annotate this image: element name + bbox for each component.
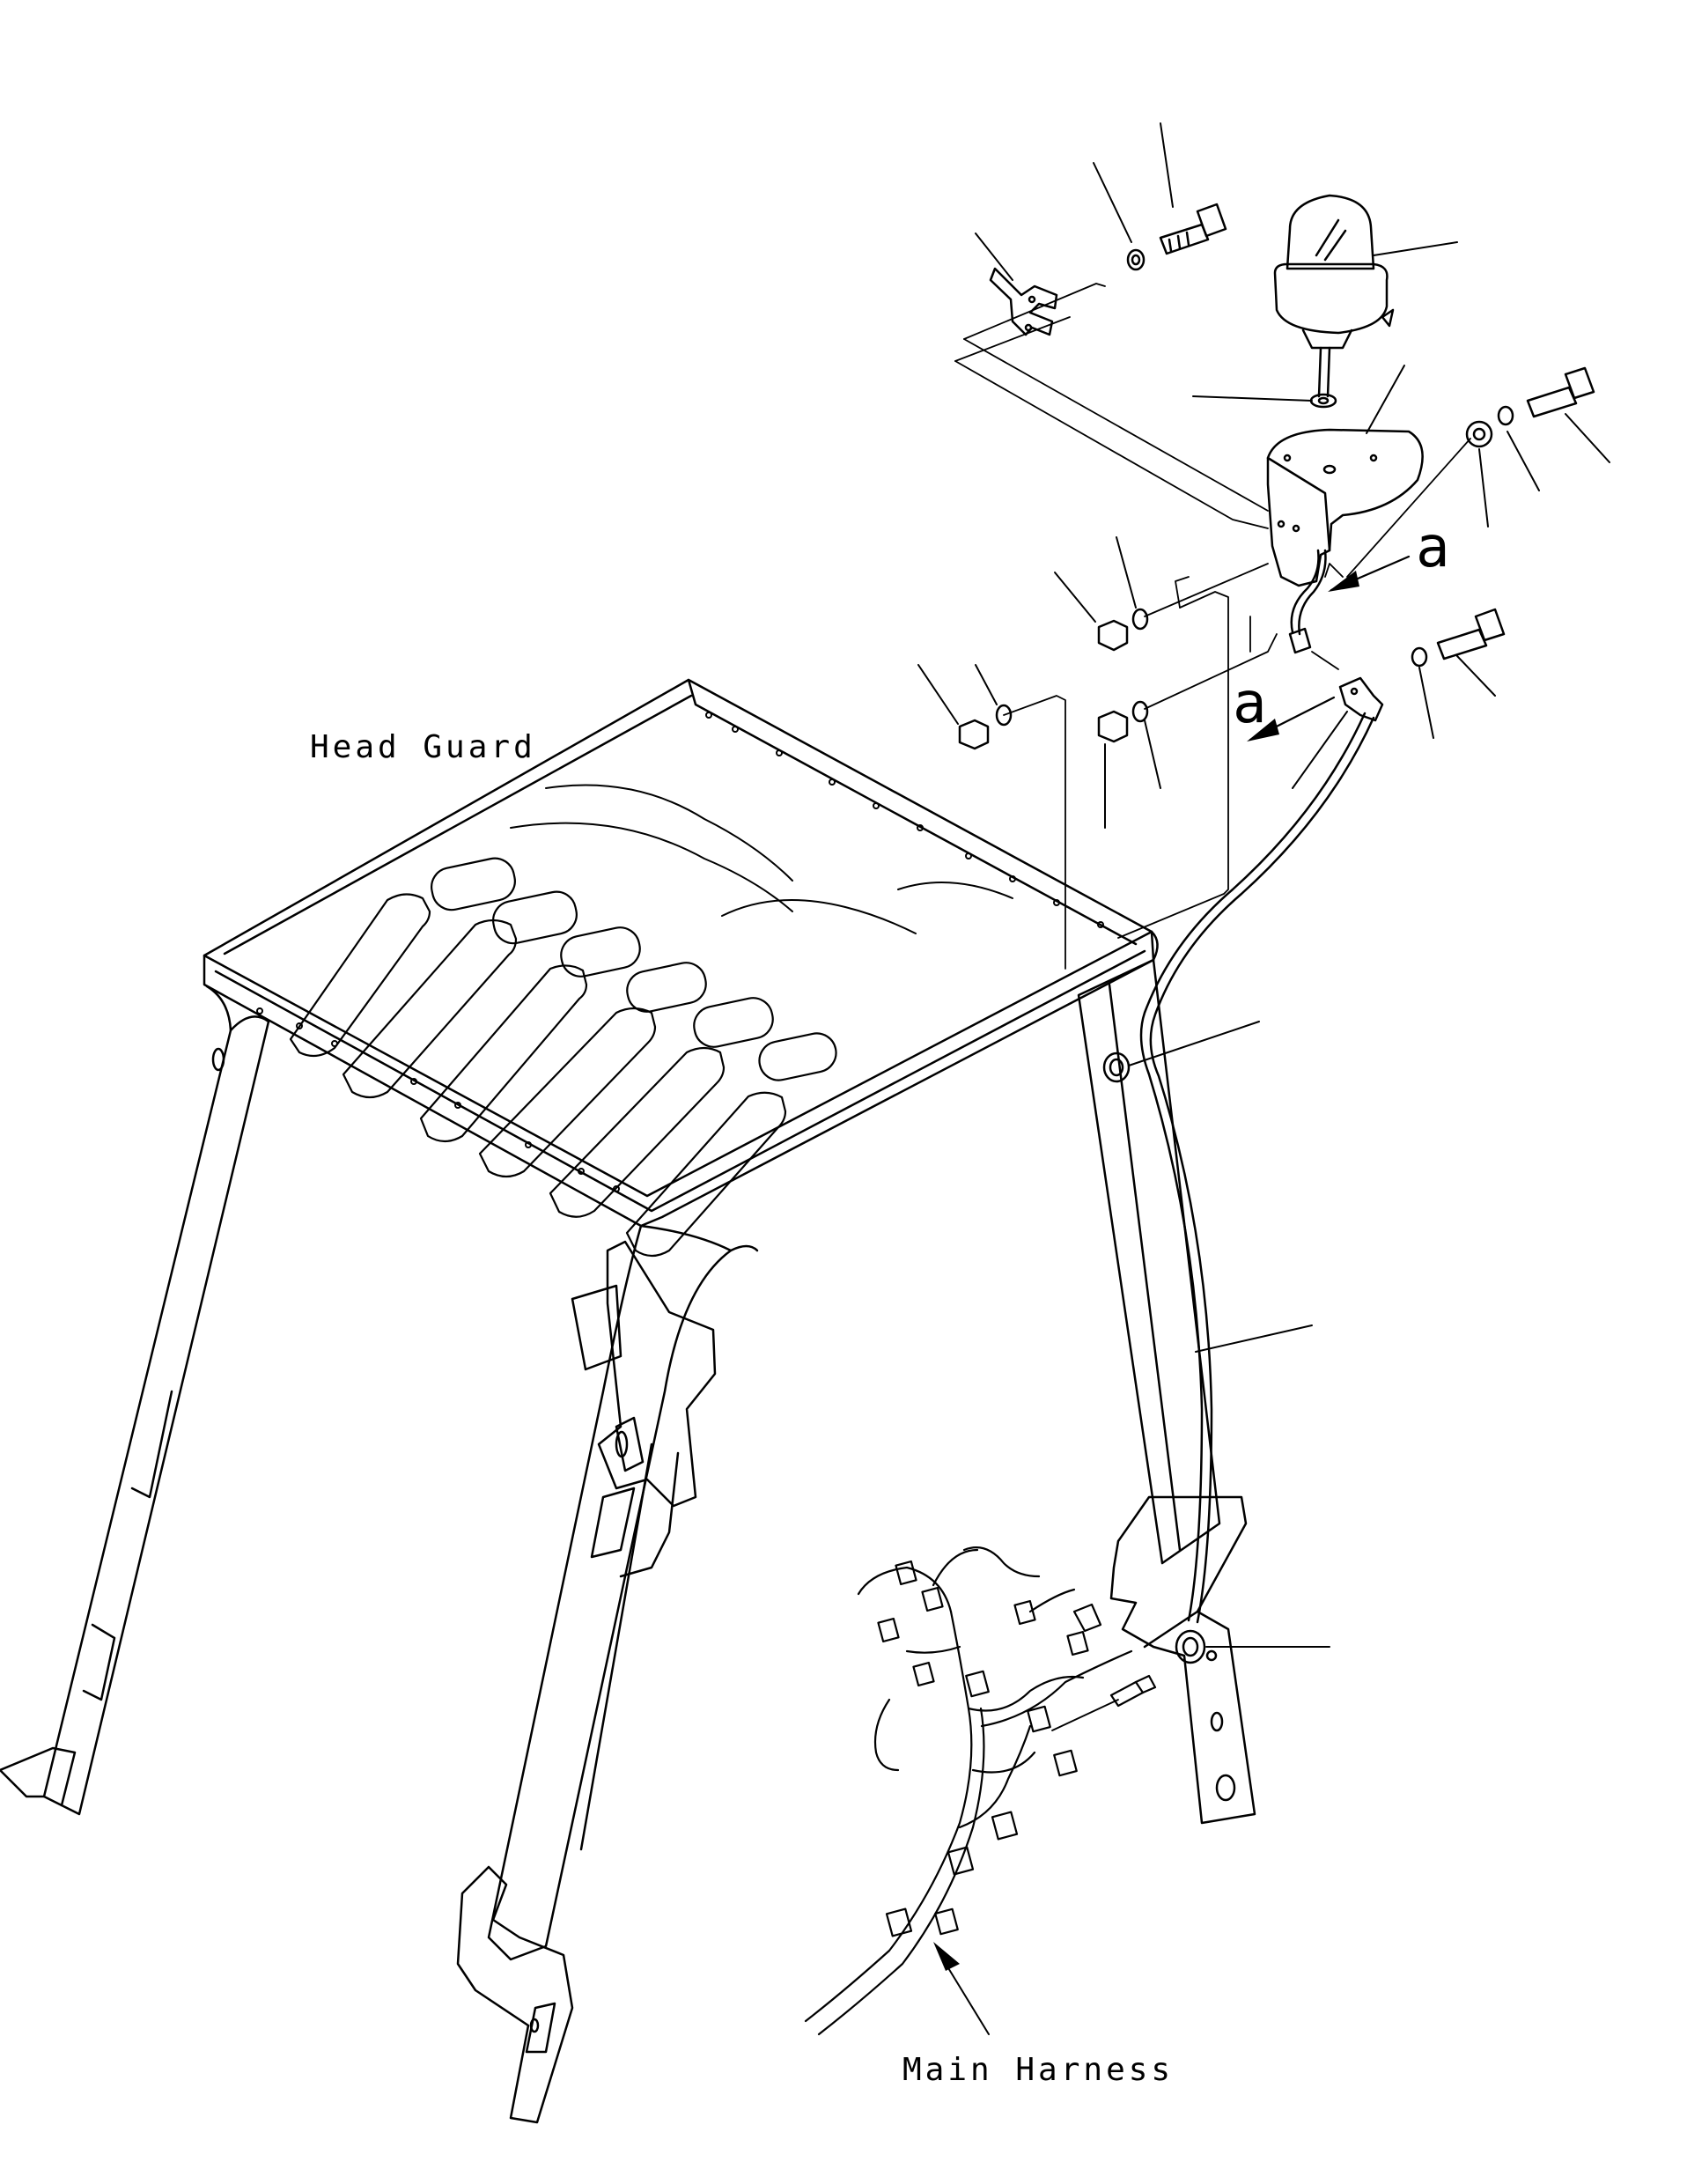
view-mark-upper: a	[1416, 515, 1454, 580]
washer-upper-icon	[1131, 608, 1149, 631]
front-right-leg	[1077, 958, 1221, 1565]
washer-middle-icon	[1411, 646, 1428, 668]
view-arrows	[933, 555, 1411, 1971]
fasteners	[958, 203, 1595, 750]
lamp-bracket	[1266, 428, 1424, 587]
lamp-cord	[1139, 712, 1367, 1622]
rear-right-leg	[597, 1240, 717, 1508]
main-harness-arrow	[933, 1942, 960, 1971]
nut-upper-icon	[1097, 619, 1129, 652]
washer-left-icon	[995, 704, 1013, 727]
harness-clip	[1338, 676, 1384, 722]
washer-top-icon	[1126, 248, 1146, 271]
nut-left-icon	[958, 719, 990, 750]
washer-right-small-icon	[1497, 405, 1514, 426]
bolt-right-top-icon	[1526, 386, 1578, 418]
front-left-foot	[456, 1865, 574, 2124]
nut-lower-icon	[1097, 710, 1129, 743]
washer-lower-icon	[1131, 700, 1149, 723]
edge-holes	[256, 712, 1104, 1192]
harness-plug-icon	[1109, 1680, 1145, 1708]
bolt-middle-icon	[1436, 628, 1488, 660]
assembly-lines	[954, 283, 1471, 970]
head-guard-frame	[0, 678, 1256, 2124]
front-left-leg	[487, 1224, 733, 1961]
wire-clip-icon	[989, 267, 1058, 336]
bolt-top-icon	[1159, 223, 1210, 255]
roof-outline	[203, 678, 1155, 1228]
rear-left-leg	[0, 985, 232, 1798]
washer-right-large-icon	[1465, 420, 1493, 448]
roof-holes	[289, 857, 837, 1258]
front-right-bracket	[1109, 1495, 1256, 1825]
lower-grommet	[1175, 1629, 1206, 1664]
lamp-connector	[1288, 627, 1312, 654]
beacon-lamp-icon	[1286, 194, 1375, 270]
main-harness-label: Main Harness	[902, 2052, 1175, 2088]
main-harness	[804, 1546, 1157, 2036]
view-mark-lower: a	[1233, 671, 1271, 736]
leader-lines	[917, 122, 1610, 2035]
head-guard-label: Head Guard	[310, 729, 536, 765]
upper-grommet	[1102, 1051, 1131, 1083]
beacon-lamp-assembly	[1102, 194, 1424, 1664]
